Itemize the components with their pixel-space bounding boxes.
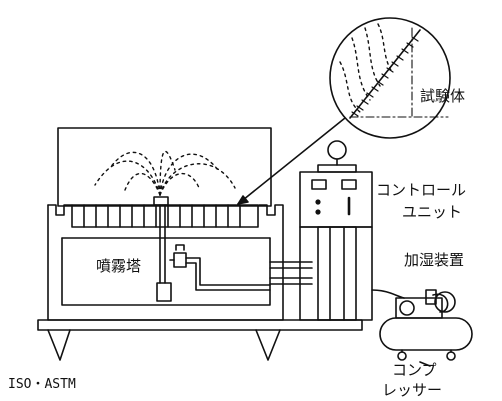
control-unit (299, 140, 373, 321)
base-leg-left (47, 329, 71, 361)
spray-nozzle (153, 196, 169, 206)
base-leg-right (255, 329, 281, 361)
compressor-hose (371, 289, 405, 299)
external-pipes (269, 261, 313, 285)
compressor (379, 289, 473, 361)
spray-tower-label: 噴霧塔 (96, 257, 142, 275)
compressor-leader (419, 361, 431, 367)
control-unit-label-line1: コントロール (376, 181, 467, 199)
compressor-label-line2: レッサー (382, 381, 443, 399)
callout-leader (237, 117, 346, 205)
base-platform (37, 319, 363, 331)
specimen-label: 試験体 (420, 87, 466, 105)
specimen-magnified-view (329, 17, 451, 139)
humidifier-label: 加湿装置 (404, 251, 465, 269)
standard-label: ISO・ASTM (8, 377, 76, 392)
chamber-lid (57, 127, 272, 207)
control-unit-label-line2: ユニット (402, 203, 463, 221)
compressor-label-line1: コンプ (392, 361, 437, 379)
internal-piping (156, 204, 271, 302)
spray-mist (94, 150, 236, 196)
